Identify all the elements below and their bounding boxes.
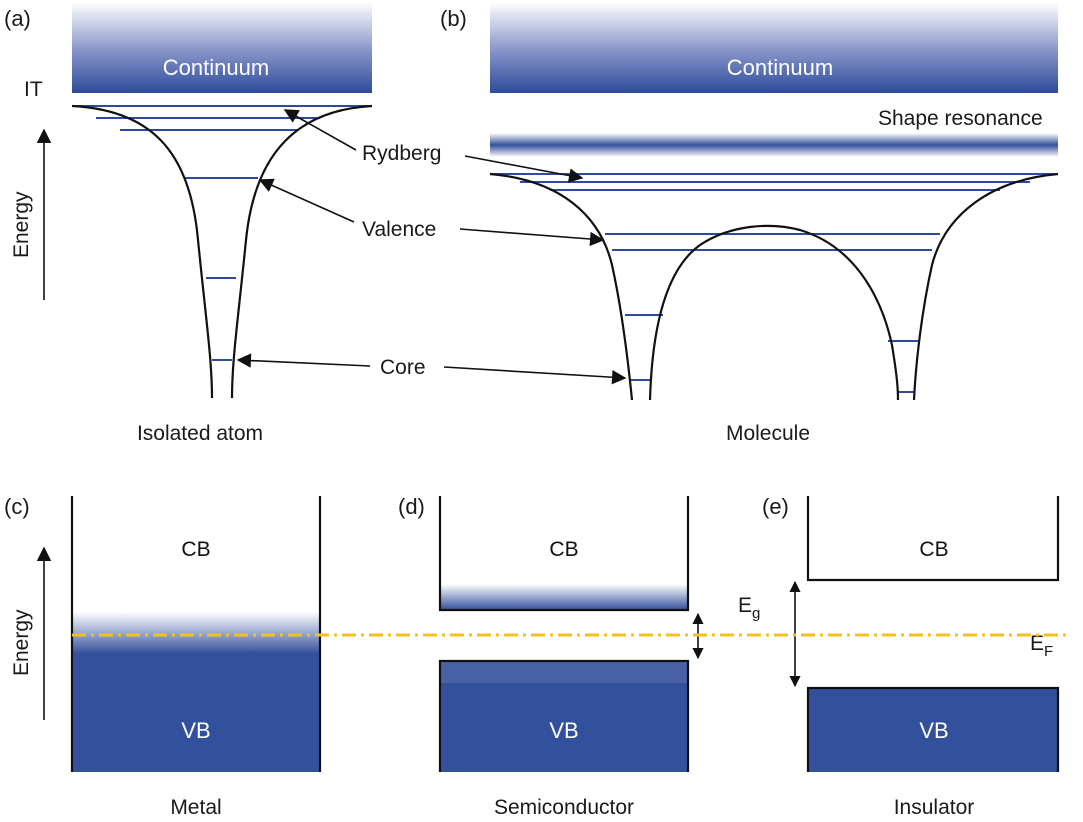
metal-vb-label: VB	[181, 718, 210, 743]
metal-valence-band	[72, 652, 320, 772]
semiconductor-vb-edge	[440, 661, 688, 683]
panel-b: (b) Continuum Shape resonance Molecule	[440, 2, 1059, 445]
core-arrow-molecule	[443, 366, 627, 385]
insulator-cb-outline	[806, 496, 1060, 582]
band-gap-label: Eg	[738, 594, 760, 622]
solid-energy-axis-label: Energy	[10, 609, 33, 676]
atom-potential-left	[71, 104, 214, 399]
panel-e: (e) CB VB Eg EF Insulator	[738, 494, 1060, 819]
molecule-caption: Molecule	[726, 422, 810, 445]
molecule-continuum-band	[490, 2, 1058, 93]
panel-c: (c) Energy CB VB Metal	[4, 494, 322, 819]
semiconductor-vb-label: VB	[549, 718, 578, 743]
atom-potential-right	[230, 104, 373, 399]
shape-resonance-label: Shape resonance	[878, 107, 1043, 130]
insulator-vb-outline	[806, 686, 1060, 772]
rydberg-label: Rydberg	[362, 142, 441, 165]
panel-label-e: (e)	[762, 494, 789, 519]
rydberg-arrow-molecule	[464, 155, 584, 183]
valence-arrow-molecule	[459, 228, 605, 247]
molecule-continuum-label: Continuum	[727, 55, 833, 80]
panel-label-c: (c)	[4, 494, 30, 519]
semiconductor-cb-label: CB	[549, 538, 578, 561]
metal-cb-label: CB	[181, 538, 210, 561]
ionization-threshold-label: IT	[24, 78, 43, 101]
valence-arrow-atom	[258, 178, 355, 223]
atom-caption: Isolated atom	[137, 422, 263, 445]
panel-d: (d) CB VB Semiconductor	[398, 494, 704, 819]
semiconductor-cb-tail	[440, 584, 688, 610]
rydberg-arrow-atom	[283, 109, 357, 151]
insulator-valence-band	[808, 688, 1058, 772]
core-arrow-atom	[236, 353, 371, 368]
panel-label-b: (b)	[440, 6, 467, 31]
valence-label: Valence	[362, 218, 436, 241]
shape-resonance-band	[490, 133, 1058, 157]
annotations: Rydberg Valence Core	[236, 109, 627, 385]
insulator-caption: Insulator	[894, 796, 975, 819]
insulator-vb-label: VB	[919, 718, 948, 743]
panel-label-a: (a)	[4, 6, 31, 31]
semiconductor-vb-outline	[438, 659, 690, 772]
atom-energy-axis-label: Energy	[10, 191, 33, 258]
atom-continuum-label: Continuum	[163, 55, 269, 80]
panel-label-d: (d)	[398, 494, 425, 519]
core-label: Core	[380, 356, 426, 379]
semiconductor-cb-outline	[438, 496, 690, 612]
insulator-cb-label: CB	[919, 538, 948, 561]
semiconductor-caption: Semiconductor	[494, 796, 634, 819]
molecule-potential-left	[489, 172, 634, 401]
molecule-potential-right	[912, 172, 1059, 401]
atom-continuum-band	[72, 2, 372, 93]
fermi-level-label: EF	[1030, 632, 1053, 660]
metal-partial-fill	[72, 612, 320, 654]
panel-a: (a) Continuum IT Energy Isolated atom	[4, 2, 373, 445]
molecule-potential-middle	[648, 224, 900, 401]
metal-caption: Metal	[170, 796, 221, 819]
